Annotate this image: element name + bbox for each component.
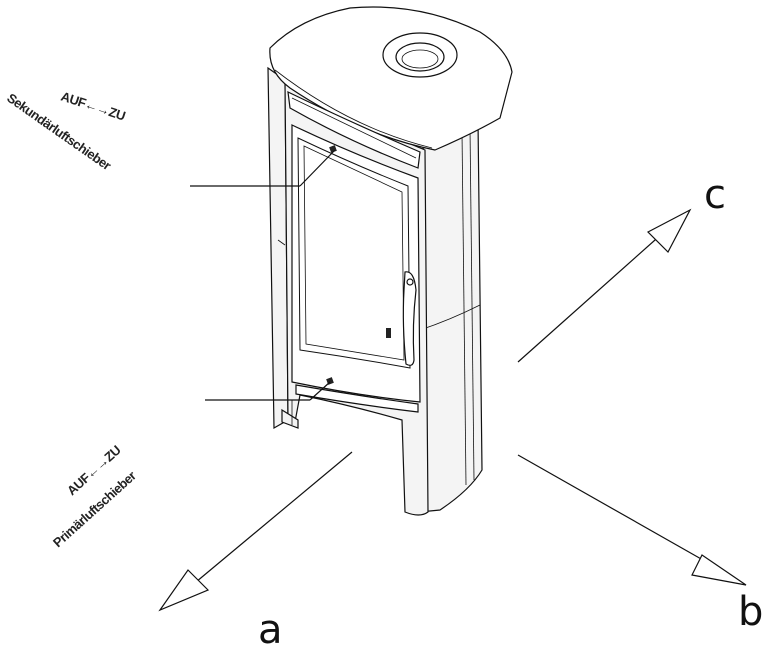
stove-illustration	[267, 6, 513, 516]
door-glass	[297, 137, 411, 369]
primary-slider-label: Primärluftschieber	[50, 468, 139, 550]
axis-c-arrow	[517, 208, 692, 363]
secondary-direction-label: AUF←→ZU	[59, 89, 127, 124]
axis-c-label: c	[704, 172, 726, 218]
axis-a-arrow	[158, 451, 353, 612]
axis-b-label: b	[738, 589, 763, 635]
primary-air-slider	[295, 384, 419, 413]
axis-b-arrow	[517, 454, 747, 586]
stove-base-left	[281, 408, 299, 429]
door-handle	[402, 271, 417, 366]
axis-a-label: a	[258, 607, 283, 648]
flue-outlet-inner	[395, 42, 445, 72]
secondary-air-vent	[287, 90, 421, 169]
stove-right-side	[419, 119, 483, 513]
